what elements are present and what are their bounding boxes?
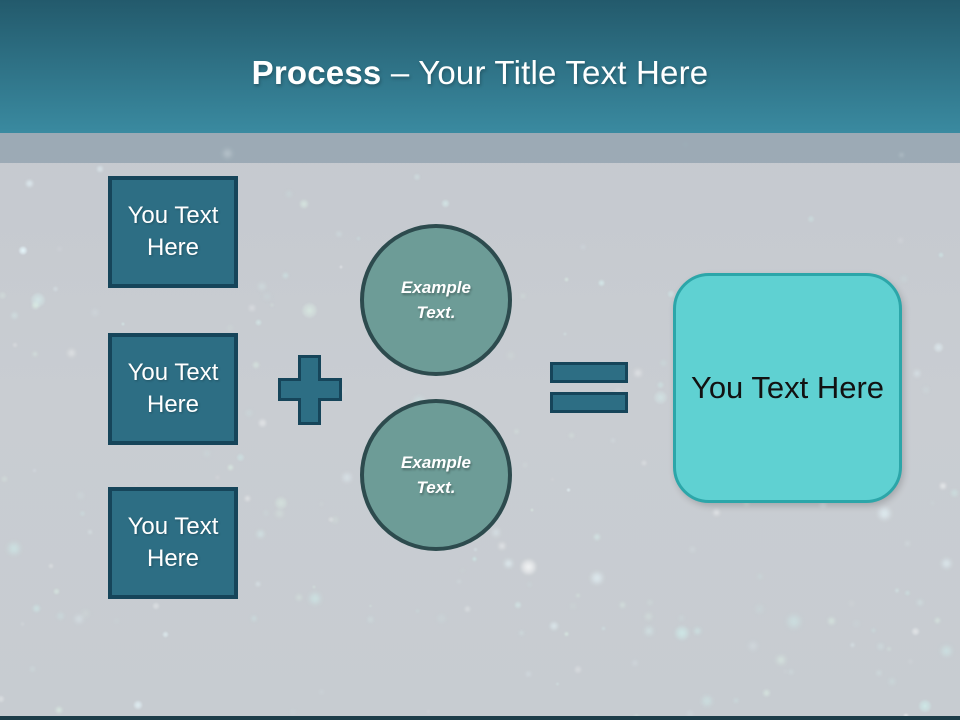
title-dash: – — [390, 54, 410, 91]
example-circle-2-line2: Text. — [416, 478, 456, 497]
title-keyword: Process — [251, 54, 382, 91]
slide-title: Process – Your Title Text Here — [0, 54, 960, 92]
plus-icon — [278, 355, 342, 425]
equals-icon — [550, 362, 628, 413]
example-circle-1: Example Text. — [360, 224, 512, 376]
input-box-2-label: You Text Here — [127, 359, 219, 418]
bottom-edge-strip — [0, 716, 960, 720]
title-rest: Your Title Text Here — [418, 54, 709, 91]
equals-bar-bottom — [550, 392, 628, 413]
result-box: You Text Here — [673, 273, 902, 503]
input-box-1-label: You Text Here — [127, 202, 219, 261]
example-circle-1-line1: Example — [401, 278, 471, 297]
result-box-label: You Text Here — [690, 370, 885, 405]
input-box-3: You Text Here — [108, 487, 238, 599]
equals-bar-top — [550, 362, 628, 383]
example-circle-2-line1: Example — [401, 453, 471, 472]
input-box-2: You Text Here — [108, 333, 238, 445]
input-box-3-label: You Text Here — [127, 513, 219, 572]
example-circle-2: Example Text. — [360, 399, 512, 551]
input-box-1: You Text Here — [108, 176, 238, 288]
header-sub-band — [0, 133, 960, 163]
example-circle-1-line2: Text. — [416, 303, 456, 322]
title-bar: Process – Your Title Text Here — [0, 0, 960, 133]
